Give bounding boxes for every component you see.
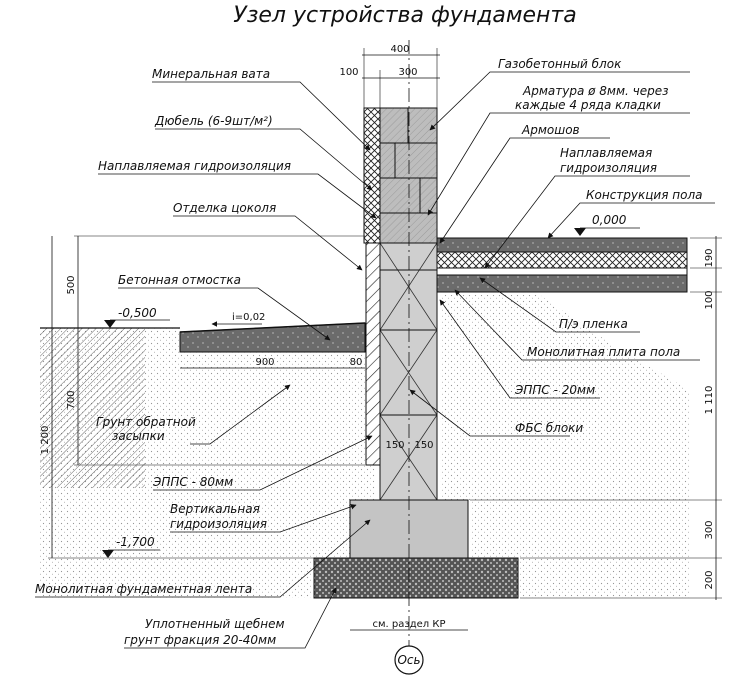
dim-100-right: 100 [704,290,715,309]
dim-190: 190 [704,248,715,267]
label-fused-waterproofing-left: Наплавляемая гидроизоляция [98,159,291,173]
label-vertical-wp-1: Вертикальная [170,502,260,516]
label-fused-wp-right-1: Наплавляемая [560,146,652,160]
label-mineral-wool: Минеральная вата [152,67,270,81]
fbs-blocks [379,242,438,501]
label-epps-20: ЭППС - 20мм [514,383,595,397]
slope-label: i=0,02 [232,312,265,323]
soil-area [40,295,690,598]
dim-200: 200 [704,570,715,589]
left-dimensions: 500 700 1 200 [40,235,365,559]
dim-700: 700 [66,390,77,409]
label-floor-construction: Конструкция пола [586,188,702,202]
label-gravel-2: грунт фракция 20-40мм [124,633,276,647]
dim-400: 400 [390,44,409,55]
label-blind-area: Бетонная отмостка [118,273,241,287]
undisturbed-soil-hatch [40,328,145,488]
label-fbs-blocks: ФБС блоки [515,421,583,435]
right-labels: Газобетонный блок Арматура ø 8мм. через … [409,57,715,437]
drawing-title: Узел устройства фундамента [233,3,576,28]
dim-500: 500 [66,275,77,294]
dim-300-right: 300 [704,520,715,539]
level-marks: 0,000 -0,500 -1,700 i=0,02 [102,213,640,558]
label-epps-80: ЭППС - 80мм [152,475,233,489]
top-dimensions: 400 100 300 [339,44,440,108]
label-pe-film: П/э пленка [559,317,628,331]
gravel-base [313,557,519,599]
label-fused-wp-right-2: гидроизоляция [560,161,657,175]
label-vertical-wp-2: гидроизоляция [170,517,267,531]
axis-marker [394,645,424,675]
right-dimensions: 190 100 1 110 300 200 [470,236,722,600]
label-backfill-1: Грунт обратной [96,415,196,429]
level-0000: 0,000 [592,213,627,227]
label-armoshov: Армошов [521,123,580,137]
dim-80: 80 [350,357,363,368]
label-dowel: Дюбель (6-9шт/м²) [154,114,273,128]
label-plinth-finish: Отделка цоколя [173,201,276,215]
dim-150-right: 150 [414,440,433,451]
mineral-wool-layer [363,107,381,244]
label-backfill-2: засыпки [112,429,165,443]
gas-concrete-wall [379,107,438,244]
label-gas-block: Газобетонный блок [498,57,622,71]
dim-900: 900 [255,357,274,368]
label-floor-slab: Монолитная плита пола [527,345,680,359]
dim-1200: 1 200 [40,426,51,455]
see-section-note: см. раздел КР [373,619,446,630]
dim-150-left: 150 [385,440,404,451]
dim-1110: 1 110 [704,386,715,415]
label-gravel-1: Уплотненный щебнем [145,617,285,631]
dim-100-top: 100 [339,67,358,78]
epps-80-insulation [365,242,381,466]
floor-construction [436,237,688,293]
label-rebar-1: Арматура ø 8мм. через [522,84,669,98]
level-minus-170: -1,700 [116,535,155,549]
level-minus-050: -0,500 [118,306,157,320]
axis-label: Ось [397,653,420,667]
label-rebar-2: каждые 4 ряда кладки [515,98,661,112]
label-strip-foundation: Монолитная фундаментная лента [35,582,252,596]
dim-300-top: 300 [398,67,417,78]
left-labels: Минеральная вата Дюбель (6-9шт/м²) Напла… [35,67,377,649]
concrete-blind-area [179,322,366,353]
